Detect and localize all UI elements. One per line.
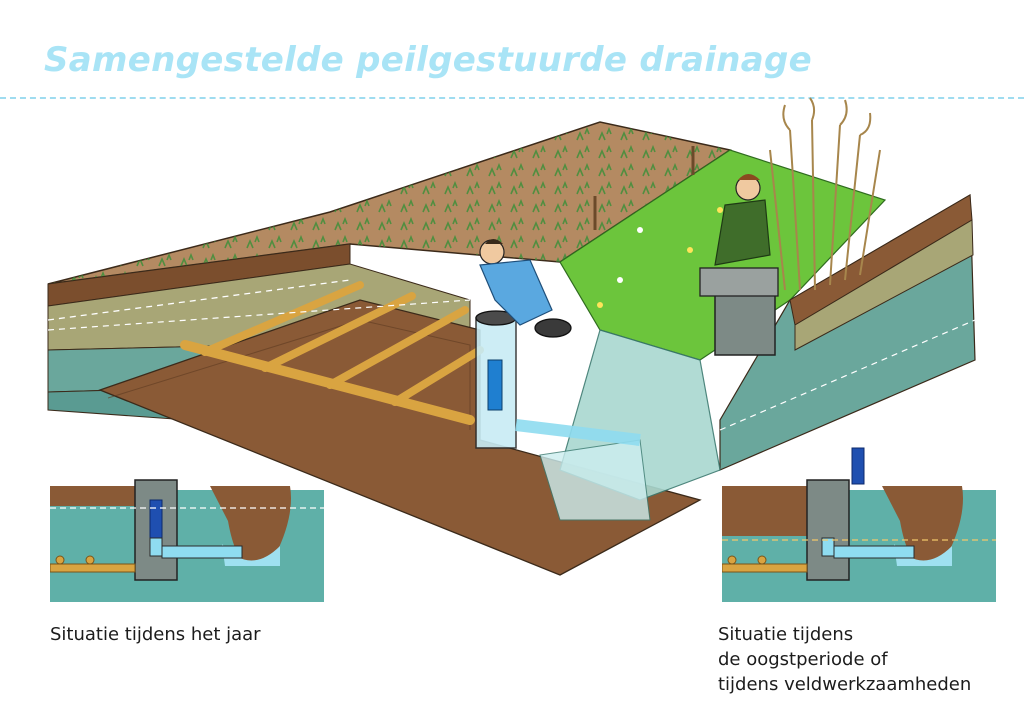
- control-well: [475, 310, 641, 449]
- reeds: [769, 97, 881, 291]
- caption-harvest-line-1: Situatie tijdens: [718, 624, 854, 645]
- soil-profile-right: [719, 193, 976, 471]
- caption-harvest-line-2: de oogstperiode of: [718, 649, 888, 670]
- caption-year: Situatie tijdens het jaar: [50, 624, 261, 645]
- weir-gate: [699, 267, 779, 356]
- worker-figure: [714, 174, 771, 266]
- ditch: [539, 329, 721, 521]
- farmer-figure: [479, 239, 553, 326]
- inset-harvest-diagram: [722, 447, 996, 602]
- manhole-lid: [534, 318, 572, 338]
- inset-year-diagram: [50, 479, 324, 602]
- drain-pipes: [180, 281, 484, 425]
- caption-harvest: Situatie tijdens de oogstperiode of tijd…: [718, 622, 971, 697]
- water-level-lines: [47, 299, 976, 431]
- page-title: Samengestelde peilgestuurde drainage: [44, 40, 813, 80]
- title-dashed-rule: [0, 97, 1024, 99]
- fence-posts: [593, 146, 695, 230]
- caption-harvest-line-3: tijdens veldwerkzaamheden: [718, 674, 972, 695]
